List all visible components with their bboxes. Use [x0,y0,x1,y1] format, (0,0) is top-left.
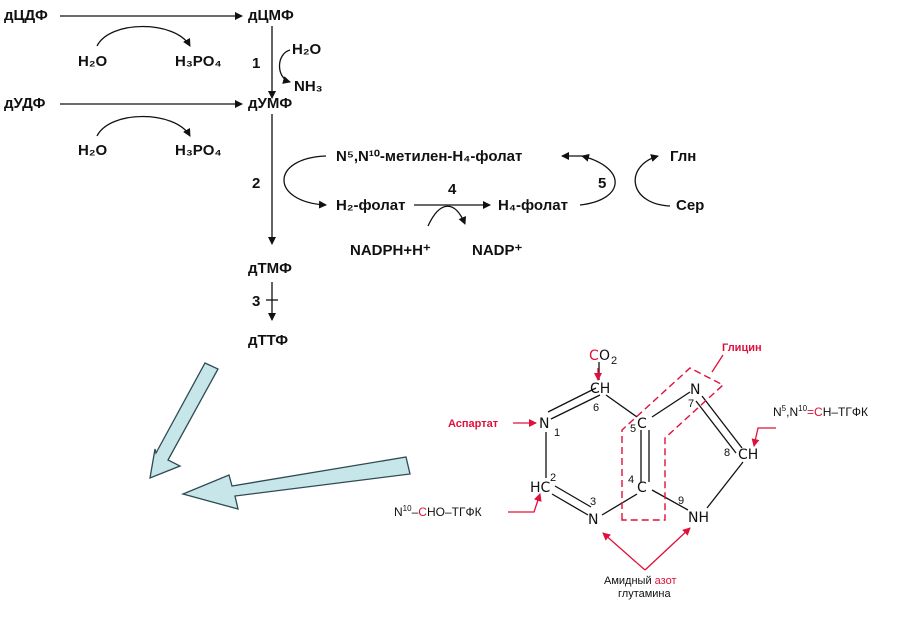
dcdp-label: дЦДФ [4,7,48,24]
atom-n9: NH [688,510,709,526]
nh3-label: NH₃ [294,78,323,95]
formyl-left-text: N10–CHO–ТГФК [394,504,482,519]
co2-carbon: C [589,348,599,364]
amide-arrow-right [644,527,691,571]
formyl-left-red-c: C [418,505,427,519]
methylene-thf-label: N⁵,N¹⁰-метилен-H₄-фолат [336,148,522,165]
co2-oxygen: O [599,348,610,364]
purine-structure: C O 2 CH N C N CH HC C N NH 1 2 3 4 5 6 … [394,342,868,600]
formyl-right-comma: ,N [786,405,798,419]
bond-c6-n1-double [547,387,597,413]
formyl-left-n: N [394,505,403,519]
bond-c2-n3 [551,493,589,516]
atom-n1: N [539,416,549,432]
step-4-number: 4 [448,181,457,198]
methylation-arc [283,155,327,209]
ring-number-7: 7 [688,398,694,410]
co2-subscript: 2 [611,355,617,367]
nadp-label: NADP⁺ [472,242,523,259]
glycine-pointer [711,354,724,373]
glycine-label: Глицин [722,342,762,354]
blue-arrow-diagonal [149,362,219,480]
bond-n7-c8 [701,395,743,449]
atom-c5: C [637,416,647,432]
nadph-label: NADPH+H⁺ [350,242,431,259]
bond-c8-n9 [706,461,744,509]
amide-label-b: азот [655,575,677,587]
ring-number-1: 1 [554,427,560,439]
ring-number-6: 6 [593,402,599,414]
atom-n3: N [588,512,598,528]
amide-label-a: Амидный [604,575,655,587]
h4-folate-label: H₄-фолат [498,197,568,214]
ser-label: Сер [676,197,704,214]
h3po4-label-2: H₃PO₄ [175,142,222,159]
ring-number-9: 9 [678,495,684,507]
nucleotide-scheme: дЦДФ дЦМФ H₂O H₃PO₄ 1 H₂O NH₃ дУДФ дУМФ … [4,7,704,349]
gln-label: Глн [670,148,696,165]
atom-c6: CH [590,381,610,397]
amide-label-line2: глутамина [618,588,672,600]
bond-c6-c5 [605,394,638,418]
formyl-right-sup1: 5 [782,404,787,413]
regeneration-arc [579,153,616,206]
formyl-right-red-c: C [814,405,823,419]
dudp-label: дУДФ [4,95,46,112]
dttp-label: дТТФ [248,332,288,349]
formyl-right-n: N [773,405,782,419]
dump-label: дУМФ [248,95,292,112]
formyl-right-rest: H–ТГФК [823,405,868,419]
atom-c4: C [637,480,647,496]
deamination-arc [278,49,291,84]
h2o-label-1: H₂O [78,53,107,70]
amide-label-line1: Амидный азот [604,575,676,587]
dcmp-label: дЦМФ [248,7,294,24]
glycine-dashed-box [621,367,725,521]
aspartate-label: Аспартат [448,418,499,430]
h3po4-label-1: H₃PO₄ [175,53,222,70]
h2o-step1-label: H₂O [292,41,321,58]
bond-n3-c4 [601,493,638,516]
step-1-number: 1 [252,55,260,72]
bond-c2-n3-double [554,485,592,508]
step-3-number: 3 [252,293,260,310]
amide-arrow-left [602,532,646,571]
atom-c2: HC [530,480,551,496]
bond-c4-n9 [651,489,689,511]
atom-n7: N [690,382,700,398]
formyl-right-arrow [751,427,776,447]
ring-number-3: 3 [590,496,596,508]
blue-arrow-horizontal [180,456,411,510]
formyl-left-sup: 10 [403,504,412,513]
ring-number-8: 8 [724,447,730,459]
hydrolysis-arc-2 [96,115,191,137]
formyl-left-arrow [508,493,542,513]
formyl-left-rest: HO–ТГФК [427,505,482,519]
ring-number-4: 4 [628,474,634,486]
formyl-right-sup2: 10 [798,404,807,413]
ser-gly-arc [634,154,671,207]
h2o-label-2: H₂O [78,142,107,159]
nadph-arc [427,205,466,227]
formyl-right-text: N5,N10=CH–ТГФК [773,404,868,419]
h2-folate-label: H₂-фолат [336,197,405,214]
step-2-number: 2 [252,175,260,192]
ring-number-2: 2 [550,472,556,484]
atom-c8: CH [738,447,758,463]
dtmp-label: дТМФ [248,260,292,277]
ring-number-5: 5 [630,423,636,435]
formyl-right-eq: = [807,405,814,419]
hydrolysis-arc-1 [96,25,191,47]
bond-c6-n1 [550,394,601,420]
bond-c5-n7 [651,391,691,418]
step-5-number: 5 [598,175,606,192]
formyl-left-dash: – [412,505,419,519]
bond-n7-c8-double [695,400,737,454]
